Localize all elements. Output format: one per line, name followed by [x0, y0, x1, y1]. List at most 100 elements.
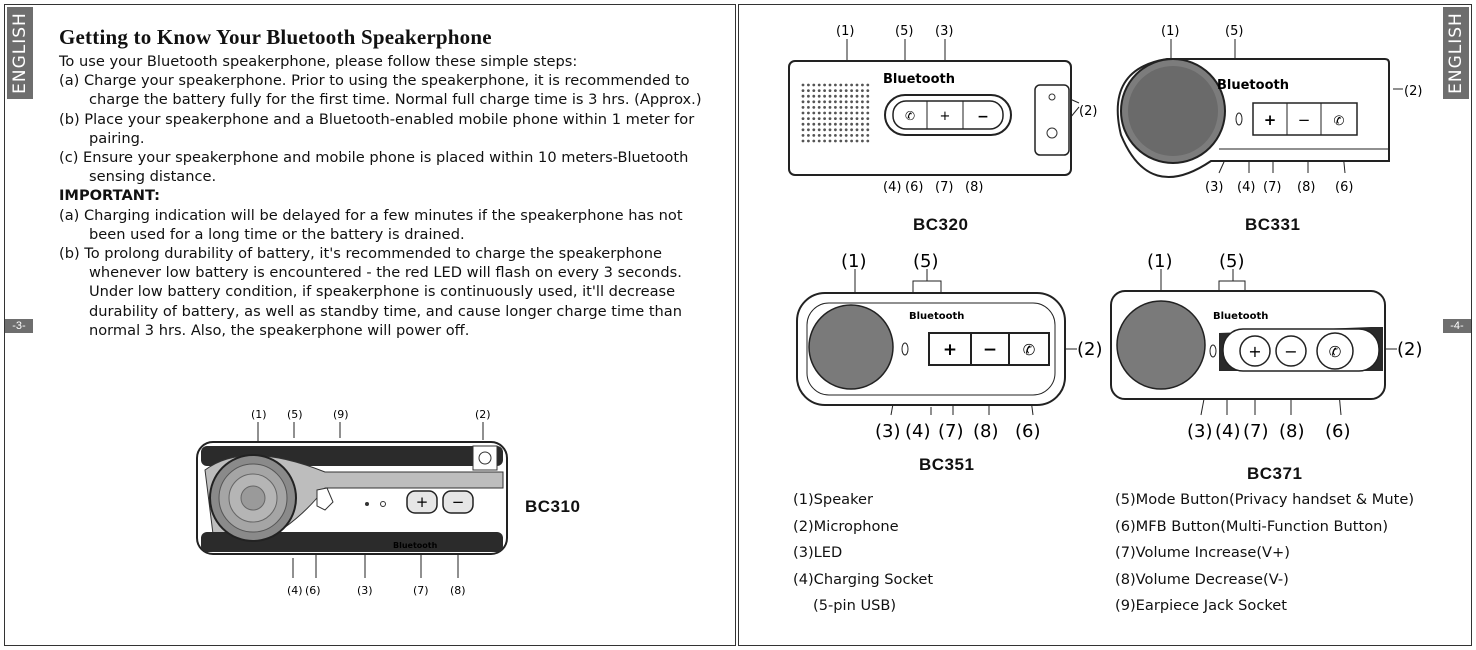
- bc371-phone-icon: ✆: [1329, 343, 1342, 361]
- bc320-bluetooth-logo: Bluetooth: [883, 72, 955, 87]
- bc351-callout-5: (5): [913, 251, 939, 272]
- bc371-callout-7: (7): [1243, 421, 1269, 442]
- step-a: (a) Charge your speakerphone. Prior to u…: [59, 72, 702, 109]
- bc331-diagram: Bluetooth + − ✆ (1) (5) (2) (3) (4) (7) …: [1116, 24, 1422, 195]
- legend-item: (5-pin USB): [813, 597, 897, 614]
- bc331-callout-2: (2): [1404, 84, 1422, 99]
- bc320-plus-icon: +: [940, 109, 951, 124]
- bc371-callout-3: (3): [1187, 421, 1213, 442]
- bc320-model-label: BC320: [913, 215, 969, 234]
- step-c: (c) Ensure your speakerphone and mobile …: [59, 149, 689, 186]
- important-b: (b) To prolong durability of battery, it…: [59, 245, 682, 339]
- bc320-minus-icon: −: [977, 109, 989, 125]
- bc331-model-label: BC331: [1245, 215, 1301, 234]
- bc320-phone-icon: ✆: [905, 109, 915, 123]
- bc331-callout-5: (5): [1225, 24, 1243, 39]
- bc371-bluetooth-logo: Bluetooth: [1213, 311, 1268, 322]
- bc320-callout-7: (7): [935, 180, 953, 195]
- bc371-model-label: BC371: [1247, 464, 1303, 483]
- bc331-callout-3: (3): [1205, 180, 1223, 195]
- bc310-callout-7: (7): [413, 584, 429, 597]
- manual-page-4: ENGLISH -4- Bluetooth ✆ + − (1) (5): [738, 4, 1472, 646]
- bc351-callout-7: (7): [938, 421, 964, 442]
- bc351-callout-2: (2): [1077, 339, 1103, 360]
- language-tab-label: ENGLISH: [1446, 12, 1467, 94]
- bc320-callout-6: (6): [905, 180, 923, 195]
- bc351-callout-6: (6): [1015, 421, 1041, 442]
- bc331-phone-icon: ✆: [1334, 114, 1345, 129]
- bc351-callout-8: (8): [973, 421, 999, 442]
- bc320-callout-4: (4): [883, 180, 901, 195]
- bc331-bluetooth-logo: Bluetooth: [1217, 78, 1289, 93]
- bc320-callout-5: (5): [895, 24, 913, 39]
- legend-item: (2)Microphone: [793, 517, 899, 535]
- bc331-callout-4: (4): [1237, 180, 1255, 195]
- legend-item: (6)MFB Button(Multi-Function Button): [1115, 517, 1389, 535]
- bc371-callout-4: (4): [1215, 421, 1241, 442]
- bc310-callout-2: (2): [475, 408, 491, 421]
- bc320-callout-1: (1): [836, 24, 854, 39]
- bc320-callout-8: (8): [965, 180, 983, 195]
- step-b: (b) Place your speakerphone and a Blueto…: [59, 110, 695, 147]
- language-tab: ENGLISH: [1443, 7, 1469, 99]
- bc351-callout-1: (1): [841, 251, 867, 272]
- bc331-minus-icon: −: [1298, 111, 1311, 129]
- bc371-callout-6: (6): [1325, 421, 1351, 442]
- bc371-callout-5: (5): [1219, 251, 1245, 272]
- legend-item: (7)Volume Increase(V+): [1115, 544, 1290, 561]
- manual-page-3: ENGLISH -3- Getting to Know Your Bluetoo…: [4, 4, 736, 646]
- bc320-callout-2: (2): [1079, 104, 1097, 119]
- page-number: -3-: [5, 319, 33, 333]
- bc371-callout-2: (2): [1397, 339, 1423, 360]
- bc351-minus-icon: −: [983, 340, 997, 360]
- bc371-callout-8: (8): [1279, 421, 1305, 442]
- bc331-plus-icon: +: [1264, 111, 1277, 129]
- bc310-callout-8: (8): [450, 584, 466, 597]
- bc331-callout-7: (7): [1263, 180, 1281, 195]
- bc310-body: + − Bluetooth: [196, 441, 508, 555]
- important-a: (a) Charging indication will be delayed …: [59, 206, 683, 243]
- bc331-callout-1: (1): [1161, 24, 1179, 39]
- bc371-diagram: Bluetooth + − ✆ (1) (5) (2) (3) (4) (7) …: [1110, 251, 1423, 442]
- legend-item: (1)Speaker: [793, 491, 874, 508]
- bc310-callout-6: (6): [305, 584, 321, 597]
- legend-item: (3)LED: [793, 544, 843, 561]
- bc310-model-label: BC310: [525, 497, 581, 516]
- intro-text: To use your Bluetooth speakerphone, plea…: [59, 53, 578, 70]
- page-number: -4-: [1443, 319, 1471, 333]
- bc310-plus-icon: +: [416, 493, 429, 511]
- bc371-plus-icon: +: [1248, 342, 1261, 361]
- bc351-model-label: BC351: [919, 455, 975, 474]
- language-tab-label: ENGLISH: [10, 12, 31, 94]
- important-heading: IMPORTANT:: [59, 187, 160, 205]
- bc351-callout-3: (3): [875, 421, 901, 442]
- legend-item: (8)Volume Decrease(V-): [1115, 570, 1289, 588]
- bc310-callout-5: (5): [287, 408, 303, 421]
- bc310-callout-1: (1): [251, 408, 267, 421]
- bc310-bluetooth-logo: Bluetooth: [393, 541, 438, 550]
- bc310-diagram: + − Bluetooth (1) (5) (9) (2) (4) (6) (3…: [196, 408, 508, 597]
- instructions: To use your Bluetooth speakerphone, plea…: [59, 52, 719, 340]
- bc351-phone-icon: ✆: [1023, 341, 1036, 359]
- bc320-diagram: Bluetooth ✆ + − (1) (5) (3) (2) (4) (6) …: [788, 24, 1097, 195]
- legend-item: (4)Charging Socket: [793, 570, 934, 588]
- parts-legend-left: (1)Speaker (2)Microphone (3)LED (4)Charg…: [793, 487, 933, 620]
- bc331-callout-8: (8): [1297, 180, 1315, 195]
- bc351-diagram: Bluetooth + − ✆ (1) (5) (2) (3) (4) (7) …: [796, 251, 1103, 442]
- bc320-speaker-grille: [801, 83, 870, 143]
- page-title: Getting to Know Your Bluetooth Speakerph…: [59, 25, 492, 49]
- bc320-callout-3: (3): [935, 24, 953, 39]
- bc351-bluetooth-logo: Bluetooth: [909, 311, 964, 322]
- parts-legend-right: (5)Mode Button(Privacy handset & Mute) (…: [1115, 487, 1414, 620]
- bc351-plus-icon: +: [943, 340, 957, 360]
- legend-item: (9)Earpiece Jack Socket: [1115, 597, 1287, 614]
- bc331-callout-6: (6): [1335, 180, 1353, 195]
- bc310-minus-icon: −: [452, 493, 465, 511]
- bc310-callout-9: (9): [333, 408, 349, 421]
- legend-item: (5)Mode Button(Privacy handset & Mute): [1115, 491, 1415, 508]
- bc351-callout-4: (4): [905, 421, 931, 442]
- bc371-callout-1: (1): [1147, 251, 1173, 272]
- language-tab: ENGLISH: [7, 7, 33, 99]
- bc310-callout-3: (3): [357, 584, 373, 597]
- bc371-minus-icon: −: [1284, 342, 1297, 361]
